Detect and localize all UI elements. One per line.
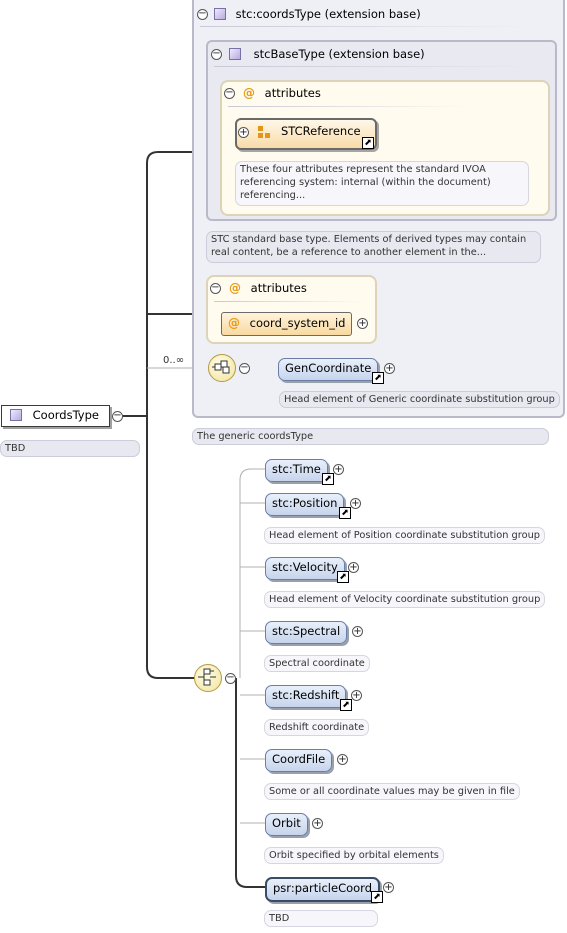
coordfile-annotation: Some or all coordinate values may be giv… (264, 783, 520, 800)
divider (214, 66, 534, 67)
expand-icon[interactable]: + (383, 882, 394, 893)
reference-arrow-icon: ⬈ (371, 891, 383, 903)
element-stc-redshift[interactable]: stc:Redshift (265, 685, 347, 708)
element-label: stc:Time (272, 462, 321, 476)
note-line: referencing... (240, 190, 306, 201)
element-coordfile[interactable]: CoordFile (265, 749, 333, 772)
note-line: These four attributes represent the stan… (240, 164, 486, 175)
collapse-icon[interactable]: − (239, 362, 250, 374)
attributes-title-2: @ attributes (229, 281, 307, 295)
element-stc-spectral[interactable]: stc:Spectral (265, 621, 348, 644)
orbit-annotation: Orbit specified by orbital elements (264, 847, 444, 864)
element-label: CoordFile (272, 752, 326, 766)
expand-icon[interactable]: + (348, 562, 359, 573)
reference-arrow-icon: ⬈ (362, 137, 374, 149)
collapse-icon[interactable]: − (210, 282, 221, 294)
extension-title-text: stc:coordsType (extension base) (235, 7, 421, 21)
velocity-annotation: Head element of Velocity coordinate subs… (264, 591, 546, 608)
element-label: stc:Redshift (272, 688, 340, 702)
divider (228, 106, 468, 107)
root-label: CoordsType (32, 408, 99, 422)
reference-arrow-icon: ⬈ (372, 372, 384, 384)
note-line: referencing system: internal (within the… (240, 177, 491, 188)
element-label: stc:Position (272, 496, 338, 510)
note-text: Redshift coordinate (269, 722, 365, 733)
expand-icon[interactable]: + (352, 626, 363, 637)
collapse-icon[interactable]: − (112, 410, 123, 422)
complex-type-icon (10, 409, 22, 421)
note-text: Head element of Velocity coordinate subs… (269, 594, 541, 605)
complex-type-icon (214, 8, 226, 20)
attribute-icon: @ (229, 281, 241, 295)
attribute-icon: @ (243, 86, 255, 100)
expand-icon[interactable]: + (238, 127, 249, 138)
element-GenCoordinate[interactable]: GenCoordinate (278, 358, 379, 381)
attribute-label: coord_system_id (249, 316, 346, 330)
attribute-coord-system-id[interactable]: @ coord_system_id (221, 312, 353, 336)
position-annotation: Head element of Position coordinate subs… (264, 527, 546, 544)
collapse-icon[interactable]: − (211, 48, 222, 60)
note-text: Spectral coordinate (269, 658, 365, 669)
coordsType-annotation: The generic coordsType (192, 428, 549, 445)
note-text: Orbit specified by orbital elements (269, 850, 439, 861)
attributes-title-text: attributes (264, 86, 321, 100)
expand-icon[interactable]: + (337, 754, 348, 765)
stcBaseType-annotation: STC standard base type. Elements of deri… (206, 231, 541, 263)
attributes-title: @ attributes (243, 86, 321, 100)
element-label: GenCoordinate (285, 361, 372, 375)
attribute-icon: @ (228, 316, 240, 330)
attribute-group-label: STCReference (281, 124, 361, 138)
element-stc-time[interactable]: stc:Time (265, 459, 328, 482)
attributes-title-text: attributes (250, 281, 307, 295)
element-stc-velocity[interactable]: stc:Velocity (265, 557, 345, 580)
redshift-annotation: Redshift coordinate (264, 719, 370, 736)
note-text: The generic coordsType (197, 431, 314, 442)
divider (200, 26, 530, 27)
reference-arrow-icon: ⬈ (339, 507, 351, 519)
sequence-compositor-icon[interactable] (208, 354, 236, 382)
note-line: real content, be a reference to another … (211, 247, 487, 258)
element-label: stc:Spectral (272, 624, 341, 638)
expand-icon[interactable]: + (350, 498, 361, 509)
spectral-annotation: Spectral coordinate (264, 655, 370, 672)
note-text: Head element of Generic coordinate subst… (284, 394, 555, 405)
expand-icon[interactable]: + (351, 690, 362, 701)
element-label: Orbit (272, 816, 301, 830)
divider (214, 301, 364, 302)
attribute-group-icon (258, 126, 272, 140)
element-orbit[interactable]: Orbit (265, 813, 308, 836)
expand-icon[interactable]: + (312, 818, 323, 829)
particleCoord-annotation: TBD (264, 910, 378, 927)
collapse-icon[interactable]: − (224, 87, 235, 99)
expand-icon[interactable]: + (384, 363, 395, 374)
element-stc-position[interactable]: stc:Position (265, 493, 345, 516)
expand-icon[interactable]: + (357, 318, 368, 329)
extension-inner-title-text: stcBaseType (extension base) (253, 47, 425, 61)
collapse-icon[interactable]: − (225, 672, 236, 684)
reference-arrow-icon: ⬈ (322, 473, 334, 485)
note-text: TBD (269, 913, 290, 924)
reference-arrow-icon: ⬈ (337, 571, 349, 583)
complex-type-icon (229, 48, 241, 60)
cardinality-label: 0..∞ (163, 355, 185, 366)
element-psr-particleCoord[interactable]: psr:particleCoord (265, 877, 380, 902)
extension-title: stc:coordsType (extension base) (214, 7, 421, 21)
choice-compositor-icon[interactable] (194, 664, 222, 692)
collapse-icon[interactable]: − (197, 8, 208, 20)
root-CoordsType[interactable]: CoordsType (1, 405, 110, 427)
note-text: Some or all coordinate values may be giv… (269, 786, 515, 797)
note-line: STC standard base type. Elements of deri… (211, 234, 527, 245)
extension-inner-title: stcBaseType (extension base) (229, 47, 425, 61)
expand-icon[interactable]: + (333, 464, 344, 475)
GenCoordinate-annotation: Head element of Generic coordinate subst… (279, 391, 560, 408)
reference-arrow-icon: ⬈ (340, 699, 352, 711)
element-label: stc:Velocity (272, 560, 338, 574)
note-text: Head element of Position coordinate subs… (269, 530, 541, 541)
root-annotation: TBD (0, 440, 140, 457)
note-text: TBD (5, 443, 26, 454)
attribute-group-annotation: These four attributes represent the stan… (235, 161, 529, 206)
element-label: psr:particleCoord (273, 881, 372, 895)
